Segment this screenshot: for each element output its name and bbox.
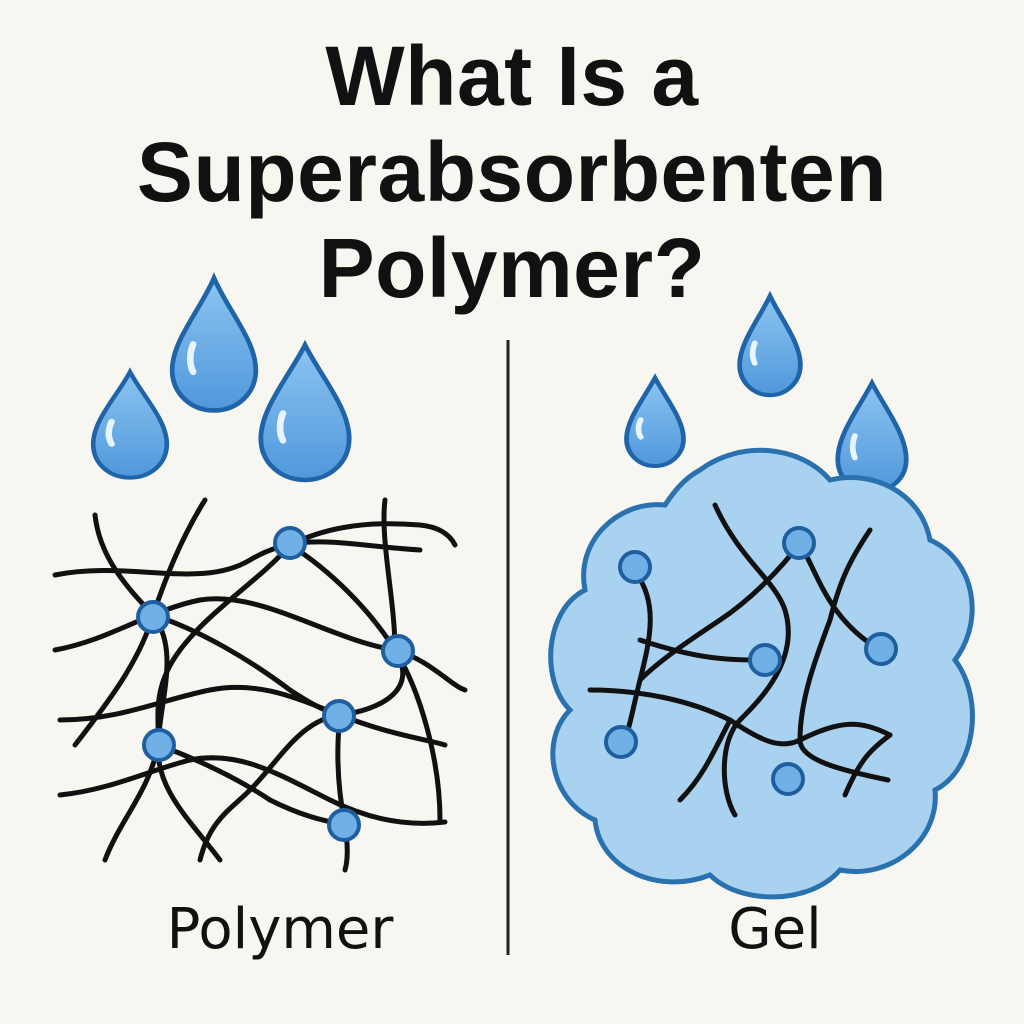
- water-drop-icon: [737, 290, 803, 398]
- left-drops: [90, 271, 352, 483]
- polymer-nodes: [136, 526, 415, 842]
- crosslink-node-icon: [771, 762, 805, 796]
- crosslink-node-icon: [748, 643, 782, 677]
- crosslink-node-icon: [864, 632, 898, 666]
- title-line-3: Polymer?: [318, 221, 706, 315]
- water-drop-icon: [169, 271, 259, 413]
- gel-nodes: [604, 526, 898, 796]
- gel-label: Gel: [728, 897, 822, 962]
- crosslink-node-icon: [604, 725, 638, 759]
- crosslink-node-icon: [381, 634, 415, 668]
- water-drop-icon: [624, 373, 686, 469]
- crosslink-node-icon: [782, 526, 816, 560]
- water-drop-icon: [258, 339, 352, 483]
- polymer-label: Polymer: [166, 897, 394, 962]
- crosslink-node-icon: [327, 808, 361, 842]
- crosslink-node-icon: [136, 600, 170, 634]
- crosslink-node-icon: [142, 728, 176, 762]
- water-drop-icon: [90, 367, 170, 480]
- polymer-network: [52, 497, 468, 873]
- page-title: What Is a Superabsorbenten Polymer?: [0, 28, 1024, 316]
- crosslink-node-icon: [618, 550, 652, 584]
- crosslink-node-icon: [322, 699, 356, 733]
- title-line-1: What Is a: [325, 29, 699, 123]
- right-drops: [624, 290, 909, 494]
- title-line-2: Superabsorbenten: [136, 125, 888, 219]
- crosslink-node-icon: [273, 526, 307, 560]
